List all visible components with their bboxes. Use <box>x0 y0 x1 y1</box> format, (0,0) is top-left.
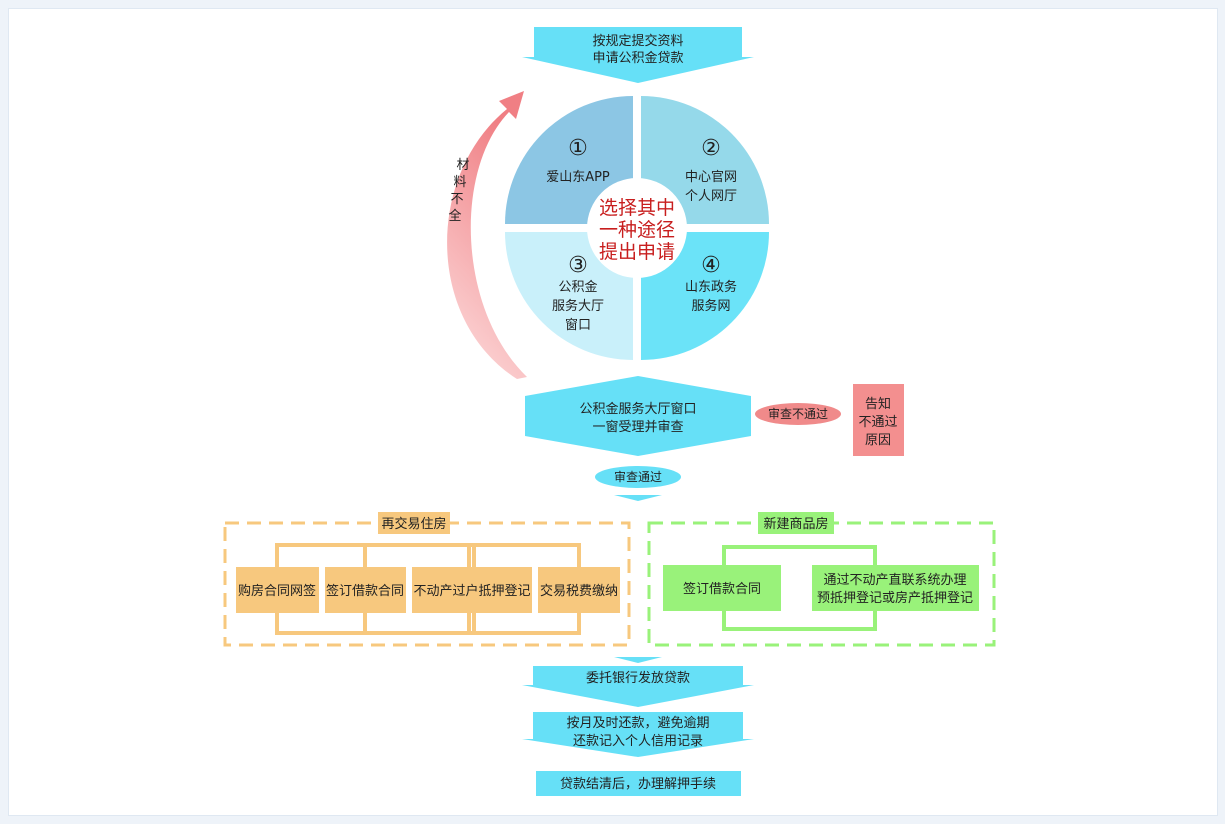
channel-3-label-1: 公积金 <box>558 279 597 295</box>
failure-reason-line-3: 原因 <box>865 433 891 448</box>
repay-line-2: 还款记入个人信用记录 <box>573 734 703 749</box>
channel-3-label-3: 窗口 <box>565 317 591 333</box>
center-circle <box>587 178 687 278</box>
new-housing-step-2 <box>812 565 979 611</box>
channel-2-number: ② <box>701 136 721 161</box>
new-housing-title-box <box>758 512 834 534</box>
channel-3-quadrant <box>505 232 633 360</box>
resale-step-3-label: 不动产过户抵押登记 <box>413 583 530 599</box>
bank-disbursement-step: 委托银行发放贷款 <box>522 666 754 707</box>
resale-title-box <box>378 512 450 534</box>
resale-step-2 <box>325 567 406 613</box>
material-incomplete-arrow: 材 料 不 全 <box>447 91 527 379</box>
new-housing-step-2-line-2: 预抵押登记或房产抵押登记 <box>817 590 973 606</box>
resale-step-4 <box>538 567 620 613</box>
channel-2-quadrant <box>641 96 769 224</box>
submit-application-arrow: 按规定提交资料 申请公积金贷款 <box>522 27 754 83</box>
channel-1-quadrant <box>505 96 633 224</box>
missing-char-2: 料 <box>453 175 466 190</box>
channel-3-number: ③ <box>568 253 588 278</box>
review-line-1: 公积金服务大厅窗口 <box>579 401 696 417</box>
new-housing-step-1 <box>663 565 781 611</box>
flowchart-svg: 按规定提交资料 申请公积金贷款 材 料 不 全 选择其中 一种途径 提出申请 ①… <box>223 27 996 796</box>
review-step: 公积金服务大厅窗口 一窗受理并审查 <box>525 376 751 456</box>
review-line-2: 一窗受理并审查 <box>592 419 683 435</box>
channel-2-label-1: 中心官网 <box>685 169 737 185</box>
center-line-3: 提出申请 <box>599 241 675 263</box>
center-line-1: 选择其中 <box>599 197 675 219</box>
review-passed-badge <box>595 466 681 488</box>
new-housing-title: 新建商品房 <box>763 516 828 532</box>
failure-reason-box <box>853 384 904 456</box>
review-passed: 审查通过 <box>595 466 681 501</box>
resale-step-2-label: 签订借款合同 <box>326 583 404 599</box>
channel-4-label-2: 服务网 <box>691 298 730 314</box>
missing-char-3: 不 <box>450 192 463 207</box>
review-failed-label: 审查不通过 <box>768 406 828 421</box>
new-housing-step-2-line-1: 通过不动产直联系统办理 <box>823 573 966 588</box>
center-line-2: 一种途径 <box>599 219 675 241</box>
new-housing-step-1-label: 签订借款合同 <box>683 581 761 597</box>
bank-label: 委托银行发放贷款 <box>586 670 690 686</box>
missing-char-1: 材 <box>456 158 469 173</box>
channel-2-label-2: 个人网厅 <box>685 189 737 204</box>
pass-pointer <box>614 495 662 501</box>
resale-title: 再交易住房 <box>381 516 446 532</box>
repay-line-1: 按月及时还款，避免逾期 <box>566 716 709 731</box>
release-mortgage-step: 贷款结清后，办理解押手续 <box>536 771 741 796</box>
repayment-step: 按月及时还款，避免逾期 还款记入个人信用记录 <box>522 712 754 757</box>
new-housing-group: 新建商品房 签订借款合同 通过不动产直联系统办理 预抵押登记或房产抵押登记 <box>647 512 996 647</box>
channel-4-number: ④ <box>701 253 721 278</box>
resale-housing-group: 再交易住房 购房合同网签 签订借款合同 不动产过户抵押登记 交易税费缴纳 <box>223 512 631 647</box>
review-passed-label: 审查通过 <box>614 469 662 484</box>
channel-4-label-1: 山东政务 <box>685 279 737 295</box>
resale-step-1-label: 购房合同网签 <box>238 583 316 599</box>
failure-reason-line-2: 不通过 <box>858 415 897 430</box>
channel-1-number: ① <box>568 136 588 161</box>
review-failed-badge <box>755 403 841 425</box>
channel-1-label: 爱山东APP <box>546 170 610 185</box>
resale-step-1 <box>236 567 319 613</box>
failure-reason-line-1: 告知 <box>865 396 891 412</box>
release-label: 贷款结清后，办理解押手续 <box>560 777 716 792</box>
channel-4-quadrant <box>641 232 769 360</box>
channel-3-label-2: 服务大厅 <box>552 298 604 314</box>
submit-line-2: 申请公积金贷款 <box>592 50 683 66</box>
resale-step-4-label: 交易税费缴纳 <box>540 583 618 599</box>
bank-pointer <box>614 657 662 663</box>
flowchart-page: 按规定提交资料 申请公积金贷款 材 料 不 全 选择其中 一种途径 提出申请 ①… <box>8 8 1218 816</box>
submit-line-1: 按规定提交资料 <box>592 33 683 49</box>
review-failed-path: 审查不通过 告知 不通过 原因 <box>755 384 904 456</box>
resale-step-3 <box>412 567 532 613</box>
channel-circle: 选择其中 一种途径 提出申请 ① 爱山东APP ② 中心官网 个人网厅 ③ 公积… <box>505 96 769 360</box>
missing-char-4: 全 <box>448 208 461 224</box>
